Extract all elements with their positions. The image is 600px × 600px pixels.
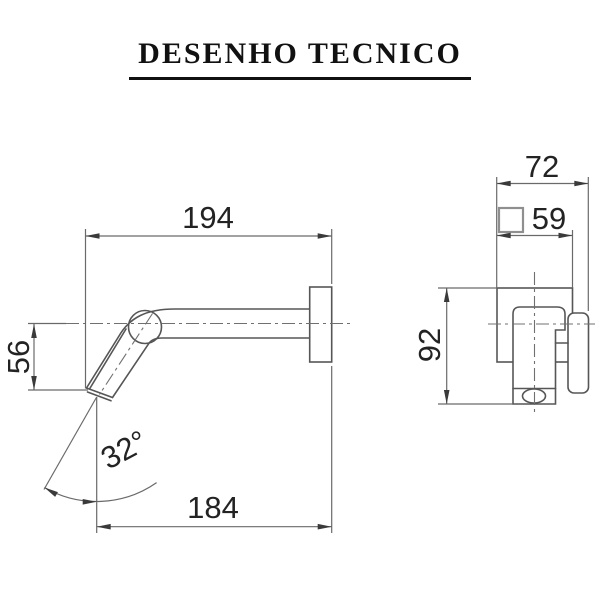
- dimension-59: 59: [496, 201, 574, 288]
- arrowhead: [443, 288, 450, 302]
- dim-label-56: 56: [1, 340, 36, 374]
- dim-label-194: 194: [182, 200, 234, 235]
- arrowhead: [496, 232, 511, 239]
- arrowhead: [574, 180, 589, 187]
- dimension-72: 72: [496, 149, 589, 311]
- angle-arc: [44, 482, 157, 503]
- dimension-194: 194: [84, 200, 333, 389]
- arrowhead: [317, 523, 332, 530]
- arrowhead: [496, 180, 511, 187]
- arrowhead: [82, 499, 97, 505]
- dimension-184: 184: [96, 366, 333, 533]
- spout-tube-bottom-outline: [111, 337, 311, 399]
- front-view: 72 59 92: [412, 149, 595, 412]
- dimension-92: 92: [412, 287, 513, 405]
- spout-edge-detail-line: [88, 328, 127, 390]
- dimension-56: 56: [1, 324, 88, 391]
- arrowhead: [443, 390, 450, 404]
- valve-body: [512, 306, 566, 405]
- spout-axis-centerline: [99, 313, 153, 395]
- dim-label-32deg: 32°: [95, 423, 153, 476]
- dim-label-72: 72: [525, 149, 559, 184]
- arrowhead: [31, 376, 37, 390]
- arrowhead: [96, 523, 111, 530]
- arrowhead: [85, 233, 100, 239]
- square-section-symbol: [497, 206, 525, 234]
- dim-label-92: 92: [412, 328, 447, 362]
- arrowhead: [31, 324, 37, 338]
- side-view: 194 56 32°: [1, 200, 352, 533]
- page-title-wrap: DESENHO TECNICO: [0, 37, 600, 80]
- handle-lever: [567, 312, 590, 394]
- arrowhead: [317, 233, 332, 239]
- spout-outlet-face: [85, 387, 114, 399]
- dim-label-184: 184: [187, 490, 239, 525]
- dim-label-59: 59: [532, 201, 566, 236]
- spout-tube-top-outline: [85, 308, 311, 389]
- page-title: DESENHO TECNICO: [129, 37, 471, 80]
- wall-flange: [308, 286, 333, 363]
- spout-ball-joint: [127, 309, 163, 345]
- angle-leg: [43, 396, 98, 490]
- dimension-angle-32: 32°: [43, 396, 157, 505]
- spout-outlet-rim: [86, 391, 112, 402]
